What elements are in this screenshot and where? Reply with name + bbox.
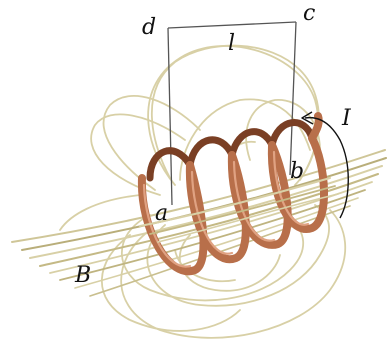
coil-highlight xyxy=(142,183,192,268)
coil-turn-back xyxy=(146,147,194,182)
loop-side-cb xyxy=(289,21,297,176)
field-line xyxy=(90,113,186,196)
axial-line-front xyxy=(139,177,331,227)
coil-turn-front xyxy=(267,134,329,233)
field-line xyxy=(147,45,320,186)
field-line xyxy=(179,234,281,292)
axial-line xyxy=(74,197,359,289)
coil-highlight xyxy=(190,170,234,255)
field-line xyxy=(146,204,330,307)
field-line xyxy=(59,194,141,231)
coil-turn-back xyxy=(186,136,236,169)
loop-side-da xyxy=(167,27,173,206)
coil-turn-front xyxy=(227,141,292,249)
coil-turn-front xyxy=(185,151,250,264)
solenoid-coil xyxy=(137,112,329,276)
coil-turn-front xyxy=(137,161,208,276)
field-line xyxy=(120,209,347,339)
label-side-length: l xyxy=(228,31,235,56)
field-line xyxy=(120,214,305,302)
axial-line xyxy=(59,189,366,281)
rectangular-loop xyxy=(167,21,297,206)
coil-highlight xyxy=(232,160,276,242)
label-field-B: B xyxy=(74,263,91,288)
label-current: I xyxy=(341,106,352,131)
current-arrow-arc xyxy=(304,116,349,219)
coil-turn-back xyxy=(268,119,316,149)
loop-side-dc xyxy=(167,21,297,29)
field-line xyxy=(100,234,241,332)
axial-line-front xyxy=(149,185,336,235)
label-corner-c: c xyxy=(303,1,315,26)
current-arrow xyxy=(301,111,349,219)
coil-lead xyxy=(308,112,323,142)
axial-field-lines-front xyxy=(139,177,339,243)
label-corner-b: b xyxy=(290,159,304,184)
axial-line-front xyxy=(157,193,339,243)
label-corner-d: d xyxy=(142,15,156,40)
coil-turn-back xyxy=(228,128,276,159)
label-corner-a: a xyxy=(155,201,168,226)
current-arrow-head xyxy=(301,111,314,125)
